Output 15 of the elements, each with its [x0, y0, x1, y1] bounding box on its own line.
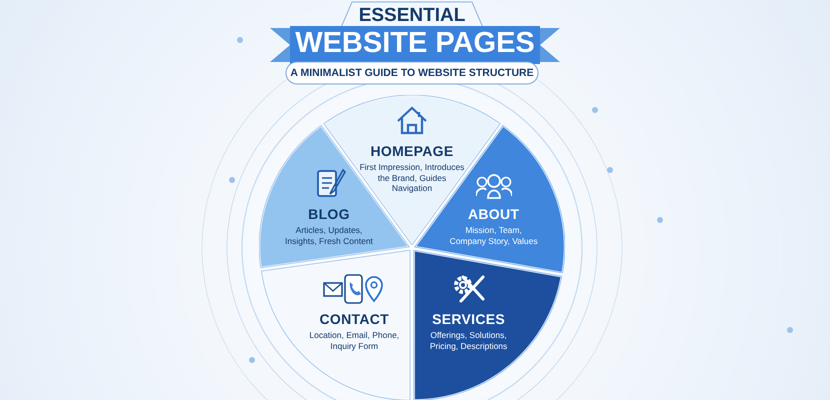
subtitle: A MINIMALIST GUIDE TO WEBSITE STRUCTURE	[289, 67, 535, 79]
wedge-description: First Impression, Introduces the Brand, Guides Navigation	[358, 162, 466, 194]
wedge-description: Offerings, Solutions, Pricing, Descriptions	[428, 330, 508, 351]
wedge-description: Location, Email, Phone, Inquiry Form	[308, 330, 400, 351]
title: WEBSITE PAGES	[294, 27, 536, 60]
wedge-description: Mission, Team, Company Story, Values	[448, 225, 539, 246]
wedge-heading: BLOG	[307, 206, 351, 222]
pie-wedge	[413, 250, 562, 400]
wedge-heading: SERVICES	[431, 311, 506, 327]
banner-label: ESSENTIAL	[358, 5, 466, 27]
wedge-heading: CONTACT	[318, 311, 390, 327]
wedge-description: Articles, Updates, Insights, Fresh Content	[284, 225, 374, 246]
pie-wedge	[261, 250, 411, 400]
wedge-heading: HOMEPAGE	[369, 143, 455, 159]
wedge-heading: ABOUT	[466, 206, 520, 222]
